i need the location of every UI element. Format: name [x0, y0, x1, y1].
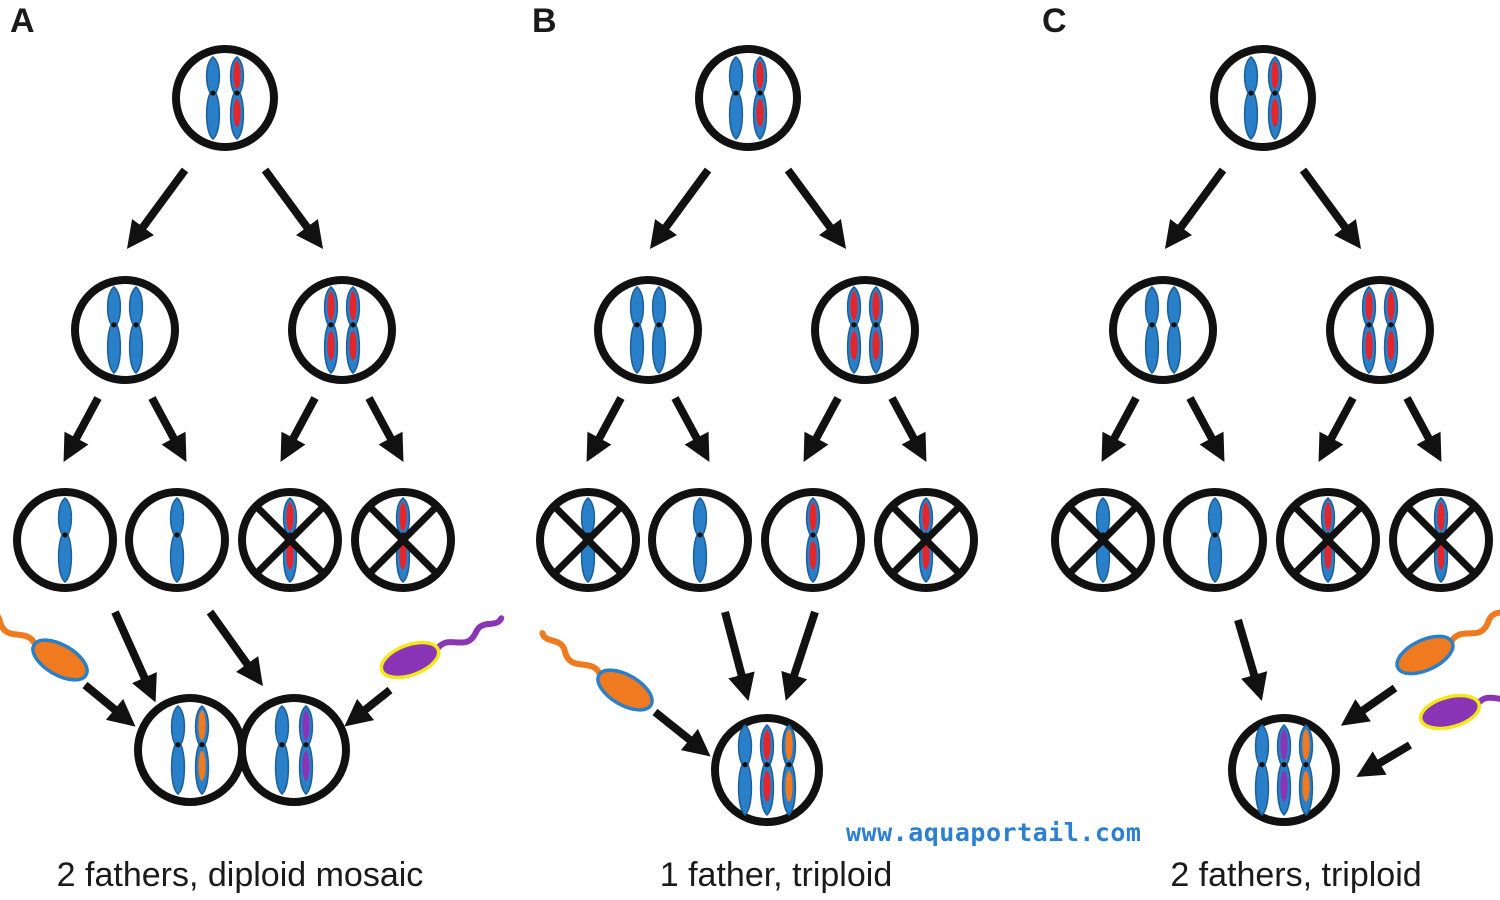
arrow-c-m1-1b: [1186, 396, 1225, 462]
panel-letter-a: A: [10, 2, 35, 40]
caption-b: 1 father, triploid: [659, 856, 893, 894]
arrow-b-m1-2b: [888, 396, 927, 462]
arrow-b-m1-2a: [803, 396, 842, 462]
chromosome-c-zygote-2: [1276, 723, 1292, 817]
arrow-b-m1-1a: [586, 396, 625, 462]
cross-a-gamete-4: [367, 504, 439, 576]
arrow-a-sperm-orange: [82, 681, 136, 727]
caption-c: 2 fathers, triploid: [1170, 856, 1422, 894]
sperm-b-orange: [539, 630, 654, 712]
cell-a-meiosis1-2: [288, 276, 396, 384]
cell-a-zygote-2: [238, 694, 350, 806]
chromosome-a-zygote-1-a: [170, 704, 186, 796]
cell-b-meiosis1-1: [594, 276, 702, 384]
chromosome-a-gamete-2: [169, 497, 185, 583]
arrow-b-2: [784, 167, 847, 249]
cell-b-parent: [695, 45, 801, 151]
cell-c-meiosis1-2: [1326, 276, 1434, 384]
sperm-c-purple: [1419, 675, 1500, 731]
chromosome-c-m1-2b: [1383, 286, 1399, 374]
chromosome-a-gamete-1: [57, 497, 73, 583]
watermark: www.aquaportail.com: [846, 818, 1142, 847]
cross-b-gamete-1: [552, 504, 624, 576]
chromosome-b-zygote-1: [737, 723, 753, 817]
chromosome-c-parent-1: [1243, 56, 1259, 140]
chromosome-a-m1-1a: [106, 286, 122, 374]
cell-a-zygote-1: [134, 694, 246, 806]
cross-c-gamete-3: [1292, 504, 1364, 576]
sperm-a-purple: [379, 615, 505, 680]
arrow-a-m1-2a: [280, 396, 319, 462]
arrow-a-m1-1a: [63, 396, 102, 462]
chromosome-a-parent-1: [205, 56, 221, 140]
chromosome-b-zygote-2: [759, 723, 775, 817]
cross-b-gamete-4: [890, 504, 962, 576]
panel-b: [536, 45, 978, 826]
arrow-c-sperm-orange: [1340, 684, 1398, 726]
chromosome-c-zygote-1: [1254, 723, 1270, 817]
arrow-c-m1-2a: [1318, 396, 1357, 462]
arrow-c-sperm-purple: [1356, 741, 1413, 777]
arrow-a-m1-2b: [365, 396, 404, 462]
panel-letter-c: C: [1042, 2, 1067, 40]
arrow-b-gamete-3-to-zygote: [781, 610, 819, 701]
chromosome-c-m1-1b: [1166, 286, 1182, 374]
panel-c: [1051, 45, 1500, 826]
chromosome-b-m1-2a: [846, 286, 862, 374]
arrow-c-gamete-2-to-zygote: [1234, 618, 1268, 702]
arrow-b-m1-1b: [671, 396, 710, 462]
arrow-c-m1-2b: [1403, 396, 1442, 462]
cell-c-parent: [1210, 45, 1316, 151]
chromosome-b-gamete-2: [692, 497, 708, 583]
panel-letter-b: B: [532, 2, 557, 40]
arrow-c-m1-1a: [1101, 396, 1140, 462]
caption-a: 2 fathers, diploid mosaic: [56, 856, 424, 894]
chromosome-c-zygote-3: [1298, 723, 1314, 817]
arrow-a-1: [126, 167, 189, 249]
cell-a-meiosis1-1: [71, 276, 179, 384]
chromosome-c-gamete-2: [1207, 497, 1223, 583]
cross-c-gamete-4: [1405, 504, 1477, 576]
cell-c-meiosis1-1: [1109, 276, 1217, 384]
arrow-a-2: [261, 167, 324, 249]
chromosome-b-parent-1: [728, 56, 744, 140]
chromosome-b-m1-2b: [868, 286, 884, 374]
arrow-b-gamete-2-to-zygote: [721, 610, 755, 702]
arrow-c-2: [1299, 167, 1362, 249]
panel-a: [0, 45, 505, 806]
chromosome-c-m1-1a: [1144, 286, 1160, 374]
arrow-a-gamete-1-to-zygote: [111, 610, 157, 703]
chromosome-b-parent-2: [752, 56, 768, 140]
arrow-b-sperm-orange: [652, 708, 711, 757]
arrow-b-1: [649, 167, 712, 249]
chromosome-a-m1-2b: [345, 286, 361, 374]
chromosome-c-m1-2a: [1361, 286, 1377, 374]
arrow-c-1: [1164, 167, 1227, 249]
cell-a-parent: [172, 45, 278, 151]
chromosome-a-m1-1b: [128, 286, 144, 374]
arrow-a-m1-1b: [148, 396, 187, 462]
arrow-a-sperm-purple: [344, 686, 393, 727]
chromosome-a-zygote-2-b: [298, 704, 314, 796]
cross-a-gamete-3: [254, 504, 326, 576]
chromosome-b-m1-1a: [629, 286, 645, 374]
chromosome-a-zygote-1-b: [194, 704, 210, 796]
cell-b-meiosis1-2: [811, 276, 919, 384]
chromosome-a-parent-2: [229, 56, 245, 140]
arrow-a-gamete-2-to-zygote: [206, 609, 263, 687]
sperm-a-orange: [0, 600, 89, 682]
chromosome-a-m1-2a: [323, 286, 339, 374]
sperm-c-orange: [1395, 602, 1500, 676]
chromosome-b-gamete-3: [805, 497, 821, 583]
chromosome-c-parent-2: [1267, 56, 1283, 140]
cross-c-gamete-1: [1067, 504, 1139, 576]
chromosome-b-zygote-3: [781, 723, 797, 817]
chromosome-a-zygote-2-a: [274, 704, 290, 796]
chromosome-b-m1-1b: [651, 286, 667, 374]
